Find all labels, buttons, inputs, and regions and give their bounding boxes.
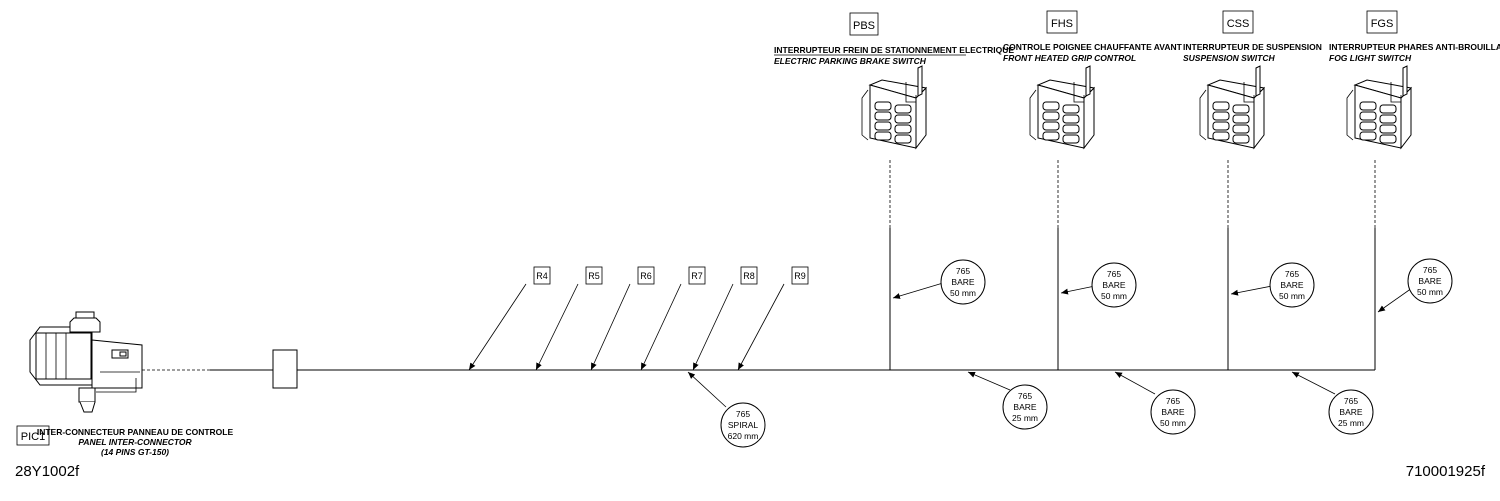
spec-length: 50 mm bbox=[1101, 291, 1127, 301]
spec-code: 765 bbox=[1107, 269, 1121, 279]
switch-code-box bbox=[1046, 10, 1078, 34]
switch-name-fr: INTERRUPTEUR PHARES ANTI-BROUILLARD bbox=[1329, 42, 1500, 52]
switch-pbs: PBS INTERRUPTEUR FREIN DE STATIONNEMENT … bbox=[774, 12, 1014, 370]
reference-label: R8 bbox=[743, 271, 755, 281]
drawing-code-left: 28Y1002f bbox=[15, 463, 80, 480]
spec-type: BARE bbox=[1013, 402, 1036, 412]
spec-type: BARE bbox=[951, 277, 974, 287]
spec-code: 765 bbox=[736, 409, 750, 419]
fhs-connector-drawing bbox=[1029, 65, 1095, 149]
reference-label: R4 bbox=[536, 271, 548, 281]
spec-type: BARE bbox=[1339, 407, 1362, 417]
switch-name-fr: CONTROLE POIGNEE CHAUFFANTE AVANT bbox=[1003, 42, 1183, 52]
switch-code-box bbox=[1222, 10, 1254, 34]
fgs-connector-drawing bbox=[1346, 65, 1412, 149]
spec-length: 50 mm bbox=[1279, 291, 1305, 301]
spec-code: 765 bbox=[956, 266, 970, 276]
switch-name-fr: INTERRUPTEUR DE SUSPENSION bbox=[1183, 42, 1322, 52]
spec-length: 50 mm bbox=[1160, 418, 1186, 428]
spec-code: 765 bbox=[1285, 269, 1299, 279]
spec-length: 50 mm bbox=[950, 288, 976, 298]
spec-type: BARE bbox=[1161, 407, 1184, 417]
pic1-pins: (14 PINS GT-150) bbox=[101, 447, 169, 457]
switch-name-en: ELECTRIC PARKING BRAKE SWITCH bbox=[774, 56, 927, 66]
spec-type: SPIRAL bbox=[728, 420, 759, 430]
reference-r5: R5 bbox=[535, 266, 603, 371]
pic1-code-box bbox=[16, 425, 50, 446]
switch-code: CSS bbox=[1227, 18, 1250, 30]
reference-r6: R6 bbox=[590, 266, 655, 371]
spec-length: 50 mm bbox=[1417, 287, 1443, 297]
switch-code-box bbox=[1366, 10, 1398, 34]
switch-fgs: FGS INTERRUPTEUR PHARES ANTI-BROUILLARD … bbox=[1329, 10, 1500, 370]
css-connector-drawing bbox=[1199, 65, 1265, 149]
spec-code: 765 bbox=[1344, 396, 1358, 406]
switch-name-en: SUSPENSION SWITCH bbox=[1183, 53, 1275, 63]
switch-code: PBS bbox=[853, 20, 875, 32]
switch-css: CSS INTERRUPTEUR DE SUSPENSION SUSPENSIO… bbox=[1183, 10, 1322, 370]
switch-code: FHS bbox=[1051, 18, 1073, 30]
reference-r8: R8 bbox=[692, 266, 758, 371]
spec-type: BARE bbox=[1280, 280, 1303, 290]
segment-spec-2: 765 BARE 50 mm bbox=[1114, 371, 1196, 435]
spec-code: 765 bbox=[1423, 265, 1437, 275]
spec-length: 25 mm bbox=[1338, 418, 1364, 428]
panel-inter-connector-drawing bbox=[29, 311, 210, 413]
switch-fhs: FHS CONTROLE POIGNEE CHAUFFANTE AVANT FR… bbox=[1003, 10, 1183, 370]
reference-r7: R7 bbox=[640, 266, 706, 371]
spec-code: 765 bbox=[1018, 391, 1032, 401]
spec-code: 765 bbox=[1166, 396, 1180, 406]
pic1-name-fr: INTER-CONNECTEUR PANNEAU DE CONTROLE bbox=[37, 427, 234, 437]
switch-code: FGS bbox=[1371, 18, 1394, 30]
reference-r9: R9 bbox=[737, 266, 809, 371]
pic1-name-en: PANEL INTER-CONNECTOR bbox=[78, 437, 192, 447]
segment-spec-3: 765 BARE 25 mm bbox=[1291, 371, 1374, 435]
reference-label: R5 bbox=[588, 271, 600, 281]
reference-label: R9 bbox=[794, 271, 806, 281]
pic1-code: PIC1 bbox=[21, 431, 45, 443]
switch-code-box bbox=[849, 12, 879, 36]
reference-r4: R4 bbox=[468, 266, 551, 371]
switch-name-fr: INTERRUPTEUR FREIN DE STATIONNEMENT ELEC… bbox=[774, 45, 1014, 55]
reference-label: R6 bbox=[640, 271, 652, 281]
pbs-connector-drawing bbox=[861, 65, 927, 149]
spec-type: BARE bbox=[1418, 276, 1441, 286]
spec-type: BARE bbox=[1102, 280, 1125, 290]
spec-length: 620 mm bbox=[728, 431, 759, 441]
reference-label: R7 bbox=[691, 271, 703, 281]
drawing-code-right: 710001925f bbox=[1406, 463, 1486, 480]
trunk-spiral-spec: 765 SPIRAL 620 mm bbox=[687, 371, 766, 448]
trunk-grommet bbox=[272, 349, 298, 389]
switch-name-en: FRONT HEATED GRIP CONTROL bbox=[1003, 53, 1136, 63]
switch-name-en: FOG LIGHT SWITCH bbox=[1329, 53, 1412, 63]
segment-spec-1: 765 BARE 25 mm bbox=[967, 371, 1048, 430]
spec-length: 25 mm bbox=[1012, 413, 1038, 423]
